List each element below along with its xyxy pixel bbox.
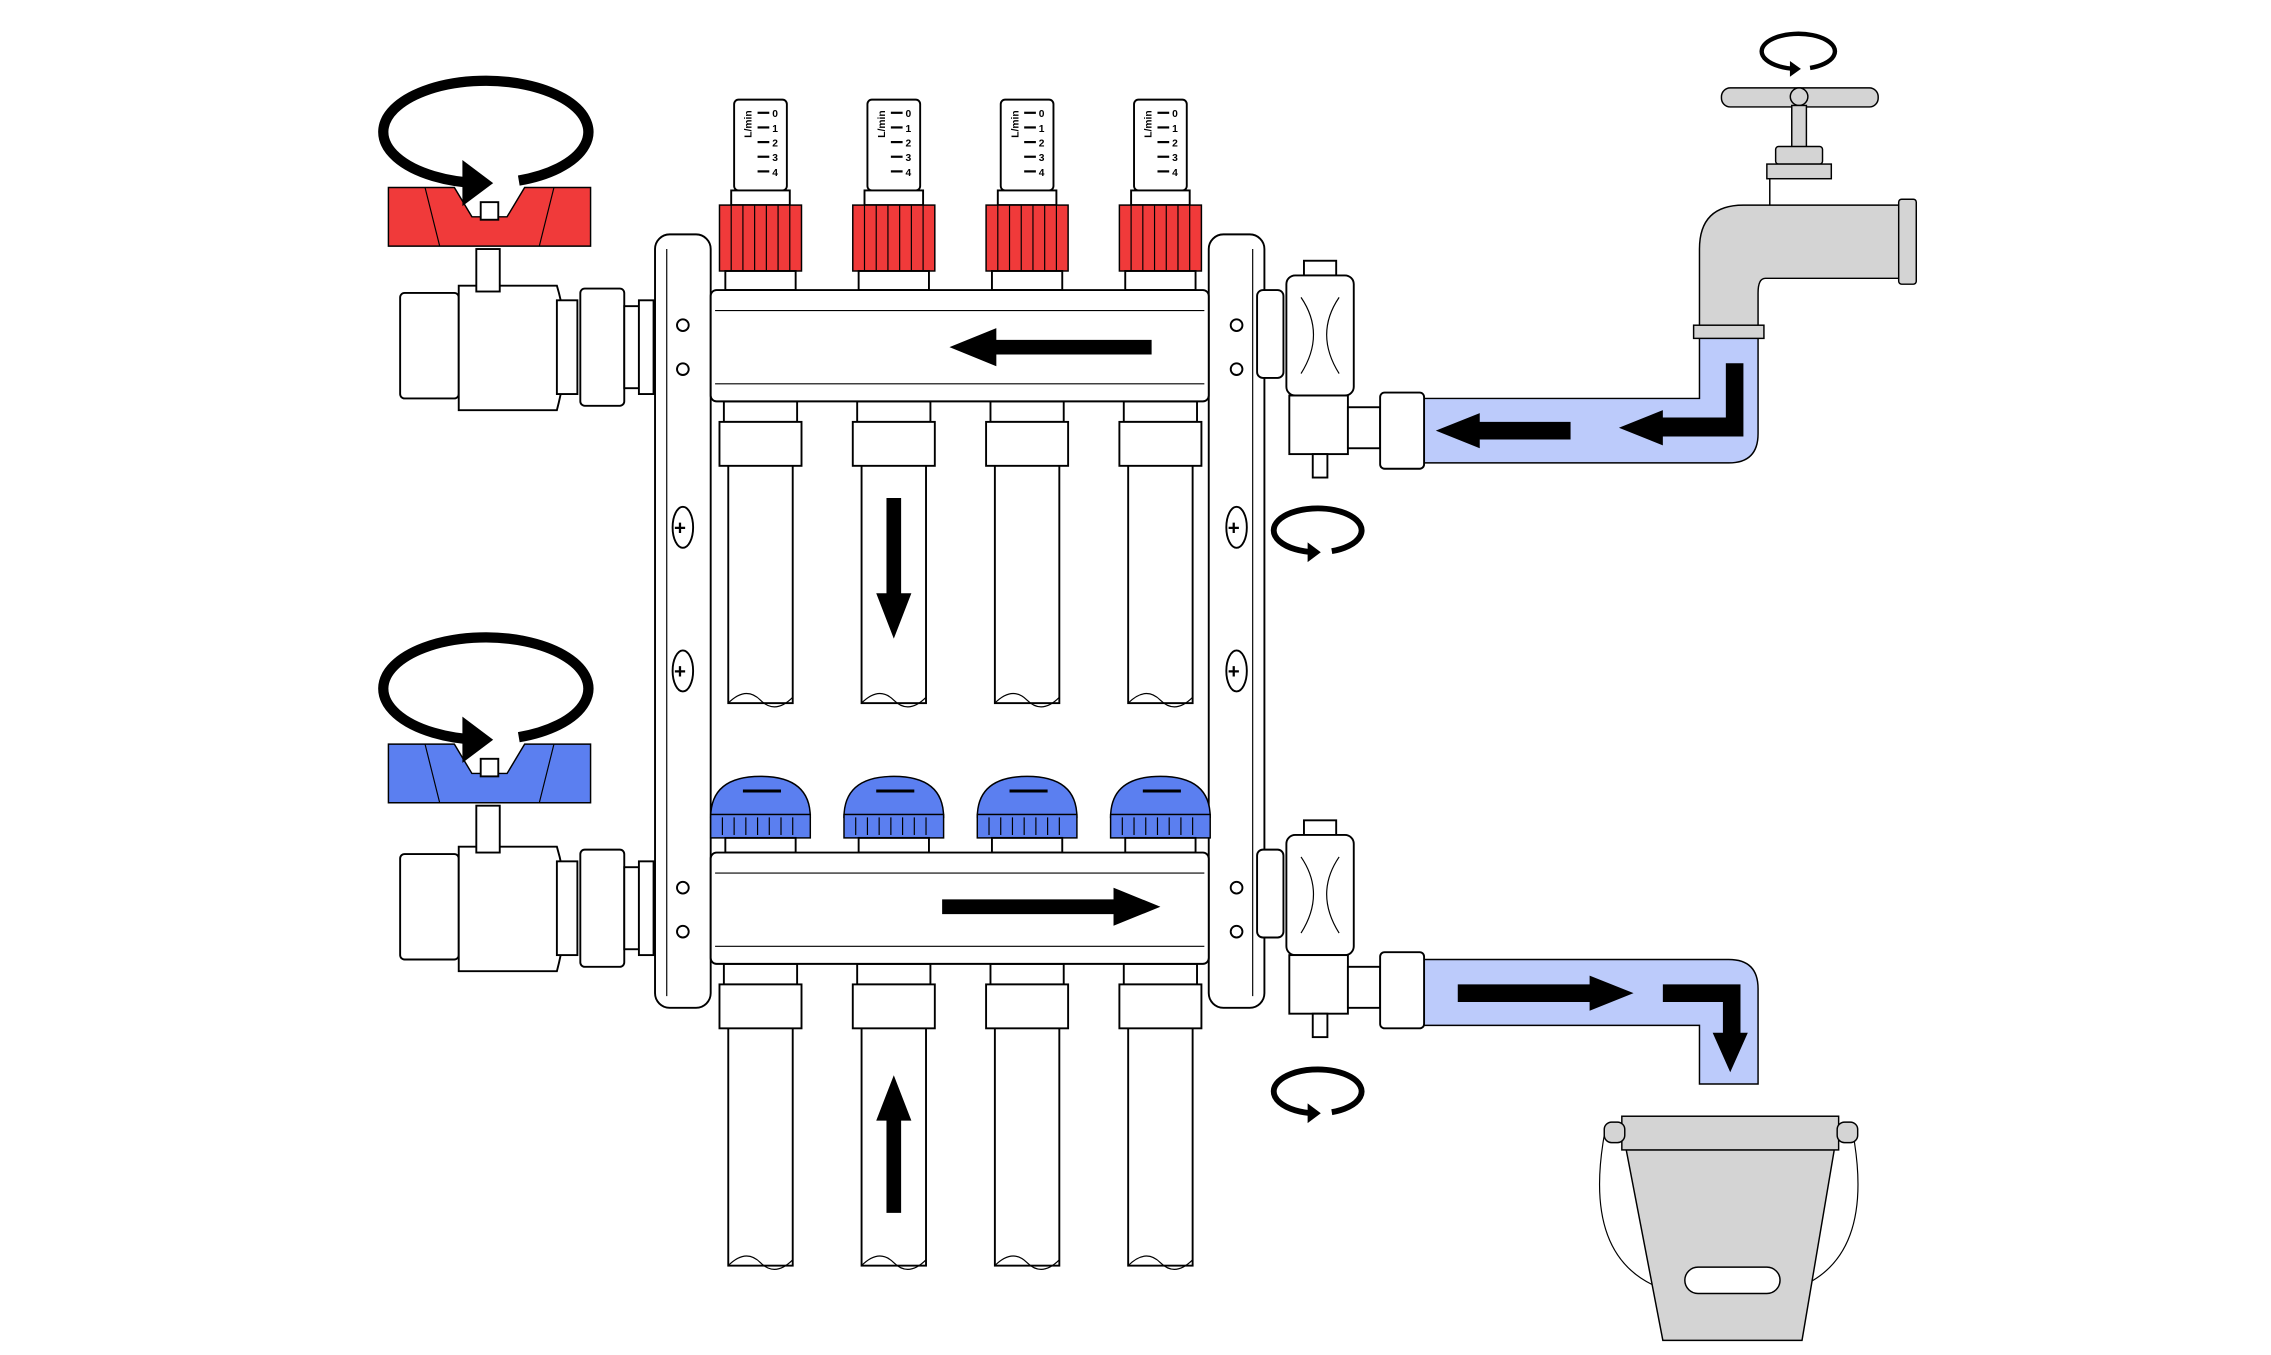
return-ball-valve[interactable] xyxy=(387,743,655,973)
supply-air-vent[interactable] xyxy=(1256,259,1382,479)
svg-text:4: 4 xyxy=(1039,168,1045,179)
svg-text:4: 4 xyxy=(1172,168,1178,179)
svg-text:+: + xyxy=(1228,517,1240,540)
svg-text:1: 1 xyxy=(906,124,912,135)
rotate-arrow-icon xyxy=(1270,1066,1365,1124)
svg-text:1: 1 xyxy=(1172,124,1178,135)
return-air-vent[interactable] xyxy=(1256,819,1382,1039)
svg-text:L/min: L/min xyxy=(877,110,888,137)
svg-text:3: 3 xyxy=(1172,153,1178,164)
flowmeter-icon: L/min 0 1 2 3 4 xyxy=(852,98,936,291)
rotate-arrow-icon xyxy=(1270,505,1365,563)
return-valve-cap[interactable] xyxy=(976,775,1078,854)
flowmeter-icon: L/min 0 1 2 3 4 xyxy=(718,98,803,291)
mounting-bracket-left: + + xyxy=(654,233,712,1009)
circuit-3: L/min 0 1 2 3 4 xyxy=(976,98,1078,1270)
svg-text:3: 3 xyxy=(1039,153,1045,164)
circuit-1: L/min 0 1 2 3 4 xyxy=(709,98,812,1270)
svg-text:0: 0 xyxy=(772,109,778,120)
svg-text:4: 4 xyxy=(906,168,912,179)
svg-text:2: 2 xyxy=(906,138,912,149)
svg-text:1: 1 xyxy=(772,124,778,135)
outlet-water-pipe xyxy=(1379,951,1759,1085)
return-valve-cap[interactable] xyxy=(1109,775,1211,854)
inlet-water-pipe xyxy=(1379,333,1759,470)
flowmeter-icon: L/min 0 1 2 3 4 xyxy=(985,98,1069,291)
return-valve-cap[interactable] xyxy=(709,775,812,854)
flow-arrow-icon xyxy=(876,328,1161,1213)
svg-text:2: 2 xyxy=(1172,138,1178,149)
svg-text:2: 2 xyxy=(772,138,778,149)
flowmeter-icon: L/min 0 1 2 3 4 xyxy=(1118,98,1203,291)
svg-text:0: 0 xyxy=(906,109,912,120)
mounting-bracket-right: + + xyxy=(1207,233,1266,1009)
rotate-arrow-icon xyxy=(378,75,594,207)
svg-text:2: 2 xyxy=(1039,138,1045,149)
svg-text:+: + xyxy=(1228,660,1240,683)
svg-text:L/min: L/min xyxy=(744,110,755,137)
svg-text:1: 1 xyxy=(1039,124,1045,135)
svg-text:L/min: L/min xyxy=(1144,110,1155,137)
svg-text:3: 3 xyxy=(772,153,778,164)
svg-text:4: 4 xyxy=(772,168,778,179)
circuits: L/min 0 1 2 3 4 L/min 0 1 2 3 4 L/min 0 1 2 3 4 L/min 0 1… xyxy=(709,98,1211,1270)
svg-text:0: 0 xyxy=(1039,109,1045,120)
tap-icon xyxy=(1692,87,1918,340)
svg-text:0: 0 xyxy=(1172,109,1178,120)
svg-text:+: + xyxy=(674,660,686,683)
rotate-arrow-icon xyxy=(1759,31,1838,77)
supply-ball-valve[interactable] xyxy=(387,186,655,412)
svg-text:3: 3 xyxy=(906,153,912,164)
return-valve-cap[interactable] xyxy=(843,775,945,854)
svg-text:L/min: L/min xyxy=(1010,110,1021,137)
circuit-4: L/min 0 1 2 3 4 xyxy=(1109,98,1211,1270)
bucket-icon xyxy=(1598,1115,1859,1342)
rotate-arrow-icon xyxy=(378,632,594,763)
svg-text:+: + xyxy=(674,517,686,540)
